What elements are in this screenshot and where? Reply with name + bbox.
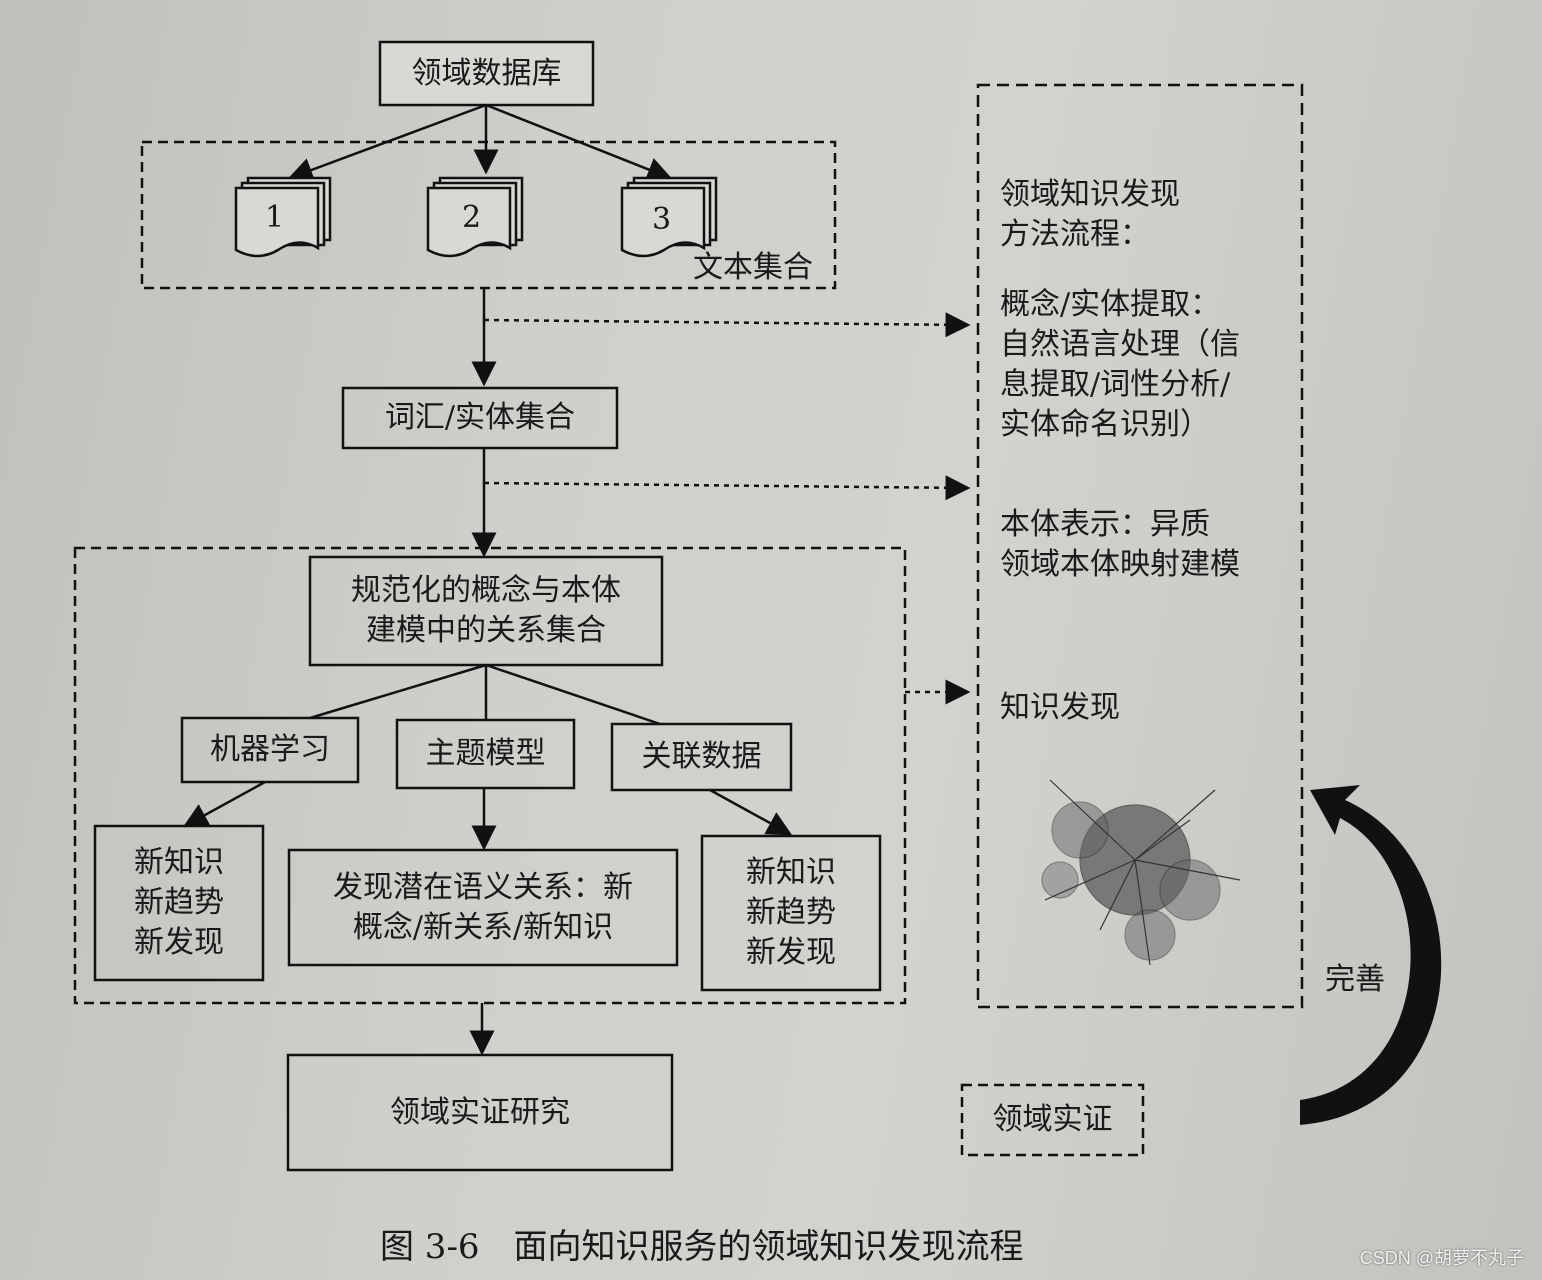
improve-label: 完善 xyxy=(1325,962,1385,997)
ml-box xyxy=(180,716,360,784)
empirical-research-box xyxy=(286,1053,674,1172)
left-result-box xyxy=(93,824,265,982)
normalized-relations-label: 规范化的概念与本体 建模中的关系集合 xyxy=(310,557,662,665)
side-line: 概念/实体提取： xyxy=(1000,287,1221,322)
side-line: 方法流程： xyxy=(1000,217,1150,252)
domain-db-box xyxy=(378,40,595,107)
text-collection-group xyxy=(140,140,837,290)
left-result-label: 新知识 新趋势 新发现 xyxy=(95,826,263,980)
right-result-label: 新知识 新趋势 新发现 xyxy=(702,836,880,990)
figure-caption: 图 3-6 面向知识服务的领域知识发现流程 xyxy=(380,1227,1024,1267)
side-ontology: 本体表示：异质 领域本体映射建模 xyxy=(1000,505,1240,585)
vocab-entity-box xyxy=(341,386,619,450)
domain-db-label: 领域数据库 xyxy=(411,55,562,91)
side-extraction: 概念/实体提取： 自然语言处理（信 息提取/词性分析/ 实体命名识别） xyxy=(1000,285,1240,445)
side-line: 实体命名识别） xyxy=(1000,407,1210,442)
doc-2-label: 2 xyxy=(462,200,482,235)
side-line: 息提取/词性分析/ xyxy=(1000,367,1231,402)
result-line: 发现潜在语义关系：新 xyxy=(333,869,633,905)
doc-1-label: 1 xyxy=(265,200,285,235)
side-line: 领域本体映射建模 xyxy=(1000,547,1240,582)
side-panel xyxy=(976,83,1304,1009)
linked-label: 关联数据 xyxy=(641,739,762,774)
topic-box xyxy=(395,718,576,790)
topic-label: 主题模型 xyxy=(425,736,546,771)
mid-result-label: 发现潜在语义关系：新 概念/新关系/新知识 xyxy=(289,850,677,965)
side-line: 领域知识发现 xyxy=(1000,177,1180,212)
result-line: 新发现 xyxy=(134,925,224,960)
side-title: 领域知识发现 方法流程： xyxy=(1000,175,1180,255)
normalized-line: 规范化的概念与本体 xyxy=(351,573,621,608)
linked-box xyxy=(610,722,793,792)
result-line: 新知识 xyxy=(746,855,836,890)
empirical-box xyxy=(960,1083,1145,1157)
side-discovery: 知识发现 xyxy=(1000,690,1120,725)
empirical-research-label: 领域实证研究 xyxy=(390,1094,570,1130)
improve-curved-arrow xyxy=(1300,785,1442,1125)
empirical-label: 领域实证 xyxy=(992,1102,1113,1137)
result-line: 新知识 xyxy=(134,845,224,880)
side-line: 本体表示：异质 xyxy=(1000,507,1210,542)
right-result-box xyxy=(700,834,882,992)
result-line: 新发现 xyxy=(746,935,836,970)
document-stack-icon xyxy=(234,176,718,258)
analysis-group xyxy=(73,546,907,1005)
side-line: 自然语言处理（信 xyxy=(1000,327,1240,362)
ml-label: 机器学习 xyxy=(210,732,330,767)
result-line: 概念/新关系/新知识 xyxy=(352,909,614,945)
result-line: 新趋势 xyxy=(134,885,224,920)
network-graph-icon xyxy=(1041,779,1241,966)
vocab-entity-label: 词汇/实体集合 xyxy=(384,400,576,435)
doc-3-label: 3 xyxy=(652,202,672,237)
result-line: 新趋势 xyxy=(746,895,836,930)
text-collection-label: 文本集合 xyxy=(693,250,813,285)
mid-result-box xyxy=(287,848,679,967)
normalized-line: 建模中的关系集合 xyxy=(366,613,606,648)
watermark: CSDN @胡萝不丸子 xyxy=(1359,1248,1524,1268)
